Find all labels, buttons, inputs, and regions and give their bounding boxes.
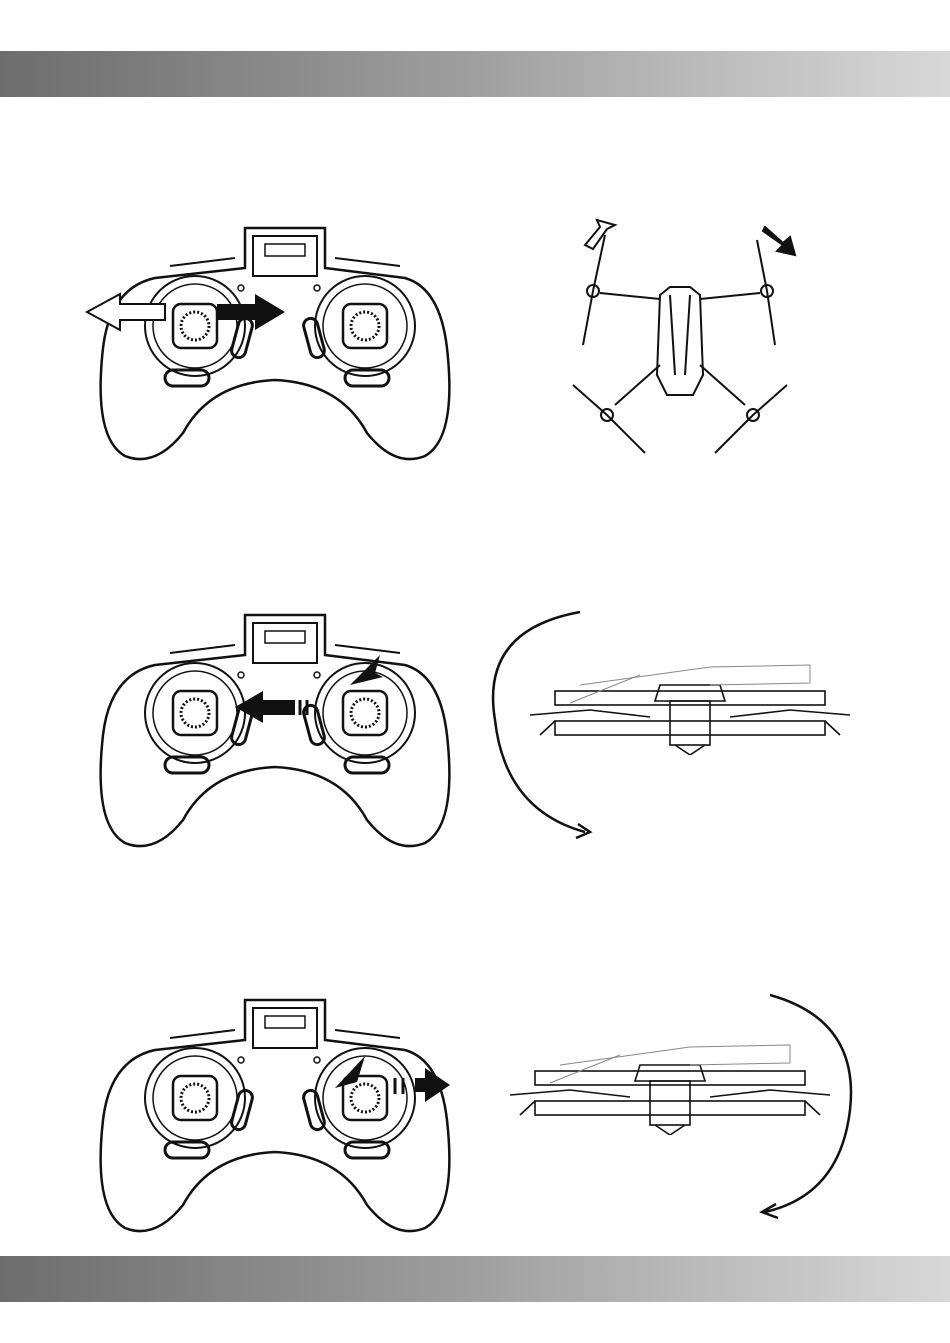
arrow-up-left-outline-icon: [585, 220, 615, 249]
header-band: [0, 51, 950, 97]
rotate-ccw-arrow-icon: [493, 612, 585, 832]
arrow-down-right-solid-icon: [763, 227, 795, 255]
step-1-drone-top: [545, 215, 815, 465]
step-2-drone-rotate: [490, 610, 870, 840]
footer-band: [0, 1256, 950, 1302]
step-2-controller: [95, 605, 455, 855]
step-1-controller: [95, 218, 455, 468]
step-3-drone-rotate: [490, 990, 870, 1220]
step-3-controller: [95, 990, 455, 1240]
